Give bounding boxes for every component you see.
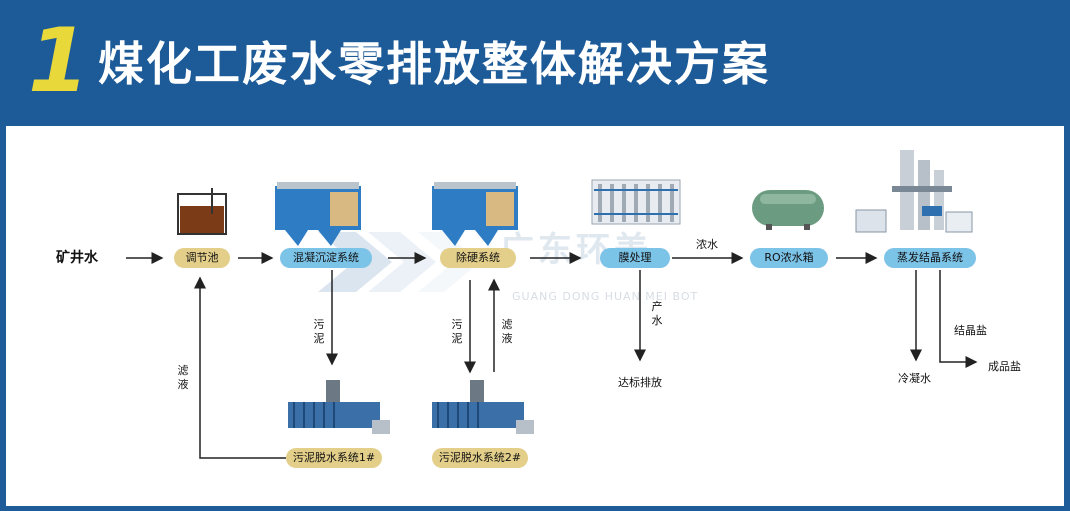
label-crystal-salt: 结晶盐 bbox=[954, 324, 987, 337]
sludge1-image bbox=[288, 380, 390, 434]
diagram-panel bbox=[6, 126, 1064, 506]
label-discharge: 达标排放 bbox=[618, 376, 662, 389]
label-concentrate: 浓水 bbox=[696, 238, 718, 251]
label-filtrate-left: 滤液 bbox=[177, 364, 189, 391]
node-adjust-tank[interactable]: 调节池 bbox=[174, 248, 230, 268]
coag-sediment-image bbox=[275, 182, 361, 246]
header-banner: 1 煤化工废水零排放整体解决方案 bbox=[0, 0, 1070, 124]
page-title: 煤化工废水零排放整体解决方案 bbox=[98, 37, 770, 91]
node-softening[interactable]: 除硬系统 bbox=[440, 248, 516, 268]
label-sludge-a: 污泥 bbox=[313, 318, 325, 345]
node-ro-tank[interactable]: RO浓水箱 bbox=[750, 248, 828, 268]
evaporation-image bbox=[855, 150, 973, 233]
sludge2-image bbox=[432, 380, 534, 434]
label-filtrate-right: 滤液 bbox=[501, 318, 513, 345]
node-sludge2[interactable]: 污泥脱水系统2# bbox=[432, 448, 528, 468]
label-product-water: 产水 bbox=[651, 300, 663, 327]
flow-arrows bbox=[126, 252, 978, 459]
adjust-tank-image bbox=[177, 188, 227, 235]
section-number: 1 bbox=[28, 9, 90, 112]
label-condensate: 冷凝水 bbox=[898, 372, 931, 385]
softening-image bbox=[432, 182, 518, 246]
node-membrane[interactable]: 膜处理 bbox=[600, 248, 670, 268]
source-label: 矿井水 bbox=[56, 250, 98, 266]
membrane-image bbox=[591, 179, 681, 225]
node-sludge1[interactable]: 污泥脱水系统1# bbox=[286, 448, 382, 468]
label-finished-salt: 成品盐 bbox=[988, 360, 1021, 373]
node-evaporation[interactable]: 蒸发结晶系统 bbox=[884, 248, 976, 268]
node-coag-sediment[interactable]: 混凝沉淀系统 bbox=[280, 248, 372, 268]
ro-tank-image bbox=[752, 190, 824, 230]
label-sludge-b: 污泥 bbox=[451, 318, 463, 345]
watermark-subtext: GUANG DONG HUAN MEI BOT bbox=[512, 290, 699, 303]
